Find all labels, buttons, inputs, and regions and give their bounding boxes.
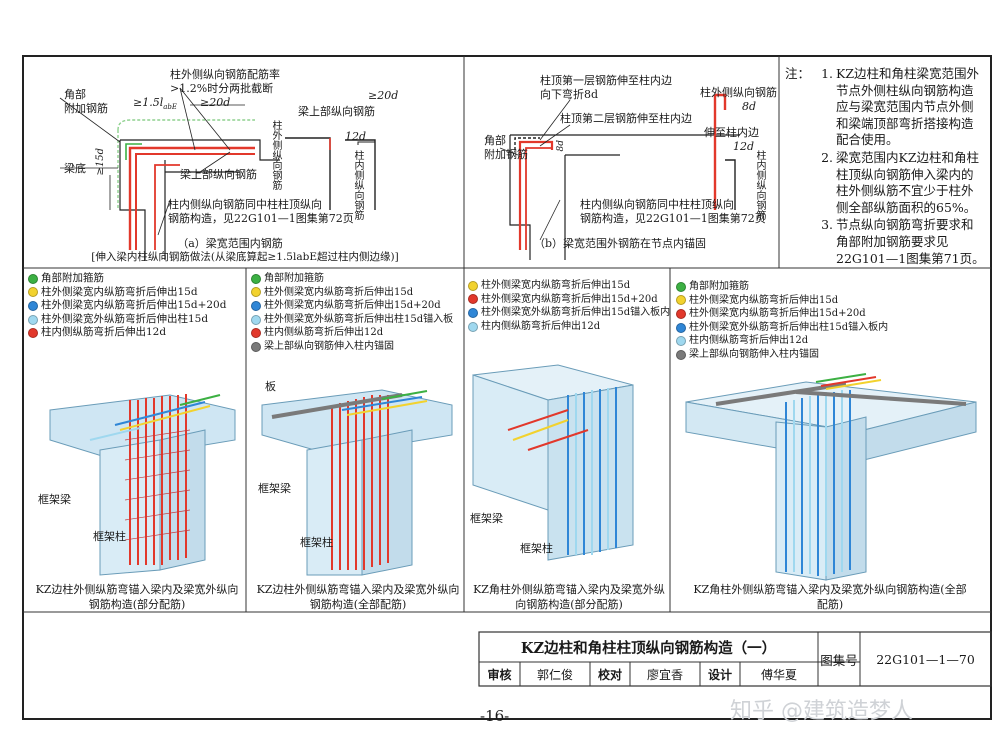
panel-4-illustration <box>685 373 977 581</box>
legend-item: 柱外侧梁宽外纵筋弯折后伸出15d锚入板内 <box>468 306 670 320</box>
panel-2-label-column: 框架柱 <box>300 536 333 549</box>
caption-a-2: [伸入梁内柱纵向钢筋做法(从梁底算起≥1.5labE超过柱内侧边缘)] <box>91 251 399 263</box>
detail-a-drawing <box>59 87 376 260</box>
label-b-to-inner: 伸至柱内边 <box>704 126 759 139</box>
note-item: 1.KZ边柱和角柱梁宽范围外节点外侧柱纵向钢筋构造应与梁宽范围内节点外侧和梁端顶… <box>821 66 980 148</box>
label-detail-20d: ≥20d <box>368 89 399 102</box>
panel-1-caption: KZ边柱外侧纵筋弯锚入梁内及梁宽外纵向钢筋构造(部分配筋) <box>35 583 239 611</box>
legend-item: 柱外侧梁宽内纵筋弯折后伸出15d+20d <box>28 299 226 313</box>
panel-1-label-beam: 框架梁 <box>38 493 71 506</box>
review-label: 审核 <box>487 667 512 682</box>
design-label: 设计 <box>707 667 732 682</box>
label-b-outer-bar: 柱外侧纵向钢筋 <box>700 86 777 99</box>
label-detail-beam-top: 梁上部纵向钢筋 <box>298 105 375 118</box>
legend-item: 角部附加箍筋 <box>676 280 888 294</box>
check-label: 校对 <box>597 667 622 682</box>
review-name: 郭仁俊 <box>536 667 573 682</box>
legend-item: 柱外侧梁宽内纵筋弯折后伸出15d <box>28 286 226 300</box>
caption-b: （b）梁宽范围外钢筋在节点内锚固 <box>533 237 707 250</box>
panel-1-illustration <box>49 394 236 576</box>
label-inner-note-2: 钢筋构造，见22G101—1图集第72页 <box>168 212 354 225</box>
panel-2-legend: 角部附加箍筋 柱外侧梁宽内纵筋弯折后伸出15d 柱外侧梁宽内纵筋弯折后伸出15d… <box>251 272 453 354</box>
legend-item: 柱外侧梁宽内纵筋弯折后伸出15d+20d <box>676 307 888 321</box>
label-b-detail-8d: 8d <box>742 100 757 113</box>
panel-3-legend: 柱外侧梁宽内纵筋弯折后伸出15d 柱外侧梁宽内纵筋弯折后伸出15d+20d 柱外… <box>468 279 670 333</box>
notes-title: 注： <box>785 66 811 81</box>
legend-item: 柱内侧纵筋弯折后伸出12d <box>676 334 888 348</box>
label-b-12d: 12d <box>733 140 755 153</box>
label-detail-inner: 柱内侧纵向钢筋 <box>352 150 363 220</box>
notes-list: 注： 1.KZ边柱和角柱梁宽范围外节点外侧柱纵向钢筋构造应与梁宽范围内节点外侧和… <box>785 66 985 267</box>
atlas-number: 22G101—1—70 <box>876 651 975 667</box>
label-beam-bottom: 梁底 <box>64 162 86 175</box>
note-item: 2.梁宽范围内KZ边柱和角柱柱顶纵向钢筋伸入梁内的柱外侧纵筋不宜少于柱外侧全部纵… <box>821 149 980 215</box>
label-b-inner-note-2: 钢筋构造，见22G101—1图集第72页 <box>580 212 766 225</box>
label-detail-12d: 12d <box>345 130 367 143</box>
label-first-layer-1: 柱顶第一层钢筋伸至柱内边 <box>540 74 672 87</box>
drawing-title: KZ边柱和角柱柱顶纵向钢筋构造（一） <box>520 639 777 657</box>
legend-item: 柱外侧梁宽内纵筋弯折后伸出15d <box>676 294 888 308</box>
panel-1-label-column: 框架柱 <box>93 530 126 543</box>
label-anchor: ≥1.5labE <box>133 96 177 112</box>
panel-3-caption: KZ角柱外侧纵筋弯锚入梁内及梁宽外纵向钢筋构造(部分配筋) <box>473 583 665 611</box>
label-beam-top-bar: 梁上部纵向钢筋 <box>180 168 257 181</box>
legend-item: 柱内侧纵筋弯折后伸出12d <box>251 326 453 340</box>
legend-item: 柱外侧梁宽外纵筋弯折后伸出柱15d锚入板 <box>251 313 453 327</box>
legend-item: 柱外侧梁宽内纵筋弯折后伸出15d+20d <box>468 293 670 307</box>
label-corner: 角部 <box>64 88 86 101</box>
atlas-label: 图集号 <box>820 652 858 668</box>
label-b-inner-bar: 柱内侧纵向钢筋 <box>754 150 765 220</box>
caption-a: （a）梁宽范围内钢筋 <box>177 237 283 250</box>
label-20d: ≥20d <box>200 96 231 109</box>
panel-2-label-beam: 框架梁 <box>258 482 291 495</box>
label-first-layer-2: 向下弯折8d <box>540 88 599 101</box>
label-b-inner-note-1: 柱内侧纵向钢筋同中柱柱顶纵向 <box>580 198 734 211</box>
legend-item: 柱外侧梁宽内纵筋弯折后伸出15d+20d <box>251 299 453 313</box>
notes: 注： 1.KZ边柱和角柱梁宽范围外节点外侧柱纵向钢筋构造应与梁宽范围内节点外侧和… <box>785 66 985 268</box>
page-number: -16- <box>480 707 510 725</box>
label-detail-outer: 柱外侧纵向钢筋 <box>270 120 281 190</box>
note-item: 3.节点纵向钢筋弯折要求和角部附加钢筋要求见22G101—1图集第71页。 <box>821 217 985 266</box>
design-name: 傅华夏 <box>760 667 797 682</box>
drawing-frame <box>22 55 992 720</box>
label-inner-note-1: 柱内侧纵向钢筋同中柱柱顶纵向 <box>168 198 322 211</box>
panel-4-legend: 角部附加箍筋 柱外侧梁宽内纵筋弯折后伸出15d 柱外侧梁宽内纵筋弯折后伸出15d… <box>676 280 888 362</box>
label-ratio-1: 柱外侧纵向钢筋配筋率 <box>170 68 280 81</box>
legend-item: 柱外侧梁宽外纵筋弯折后伸出柱15d锚入板内 <box>676 321 888 335</box>
panel-2-caption: KZ边柱外侧纵筋弯锚入梁内及梁宽外纵向钢筋构造(全部配筋) <box>256 583 460 611</box>
legend-item: 柱外侧梁宽内纵筋弯折后伸出15d <box>251 286 453 300</box>
label-second-layer: 柱顶第二层钢筋伸至柱内边 <box>560 112 692 125</box>
label-b-corner: 角部 <box>484 134 506 147</box>
legend-item: 柱内侧纵筋弯折后伸出12d <box>468 320 670 334</box>
panel-4-caption: KZ角柱外侧纵筋弯锚入梁内及梁宽外纵向钢筋构造(全部配筋) <box>693 583 967 611</box>
watermark: 知乎 @建筑造梦人 <box>730 699 913 724</box>
panel-1-legend: 角部附加箍筋 柱外侧梁宽内纵筋弯折后伸出15d 柱外侧梁宽内纵筋弯折后伸出15d… <box>28 272 226 340</box>
legend-item: 角部附加箍筋 <box>28 272 226 286</box>
legend-item: 柱内侧纵筋弯折后伸出12d <box>28 326 226 340</box>
check-name: 廖宜香 <box>646 667 683 682</box>
label-ratio-2: >1.2%时分两批截断 <box>170 82 274 95</box>
legend-item: 梁上部纵向钢筋伸入柱内锚固 <box>676 348 888 362</box>
legend-item: 角部附加箍筋 <box>251 272 453 286</box>
legend-item: 柱外侧梁宽外纵筋弯折后伸出柱15d <box>28 313 226 327</box>
label-b-corner-bar: 附加钢筋 <box>484 148 528 161</box>
detail-b-drawing <box>499 93 740 260</box>
legend-item: 柱外侧梁宽内纵筋弯折后伸出15d <box>468 279 670 293</box>
panel-3-label-column: 框架柱 <box>520 542 553 555</box>
legend-item: 梁上部纵向钢筋伸入柱内锚固 <box>251 340 453 354</box>
panel-3-illustration <box>472 364 634 561</box>
panel-3-label-beam: 框架梁 <box>470 512 503 525</box>
panel-2-illustration <box>261 389 453 576</box>
label-corner-bar: 附加钢筋 <box>64 102 108 115</box>
panel-2-label-slab: 板 <box>265 380 276 393</box>
